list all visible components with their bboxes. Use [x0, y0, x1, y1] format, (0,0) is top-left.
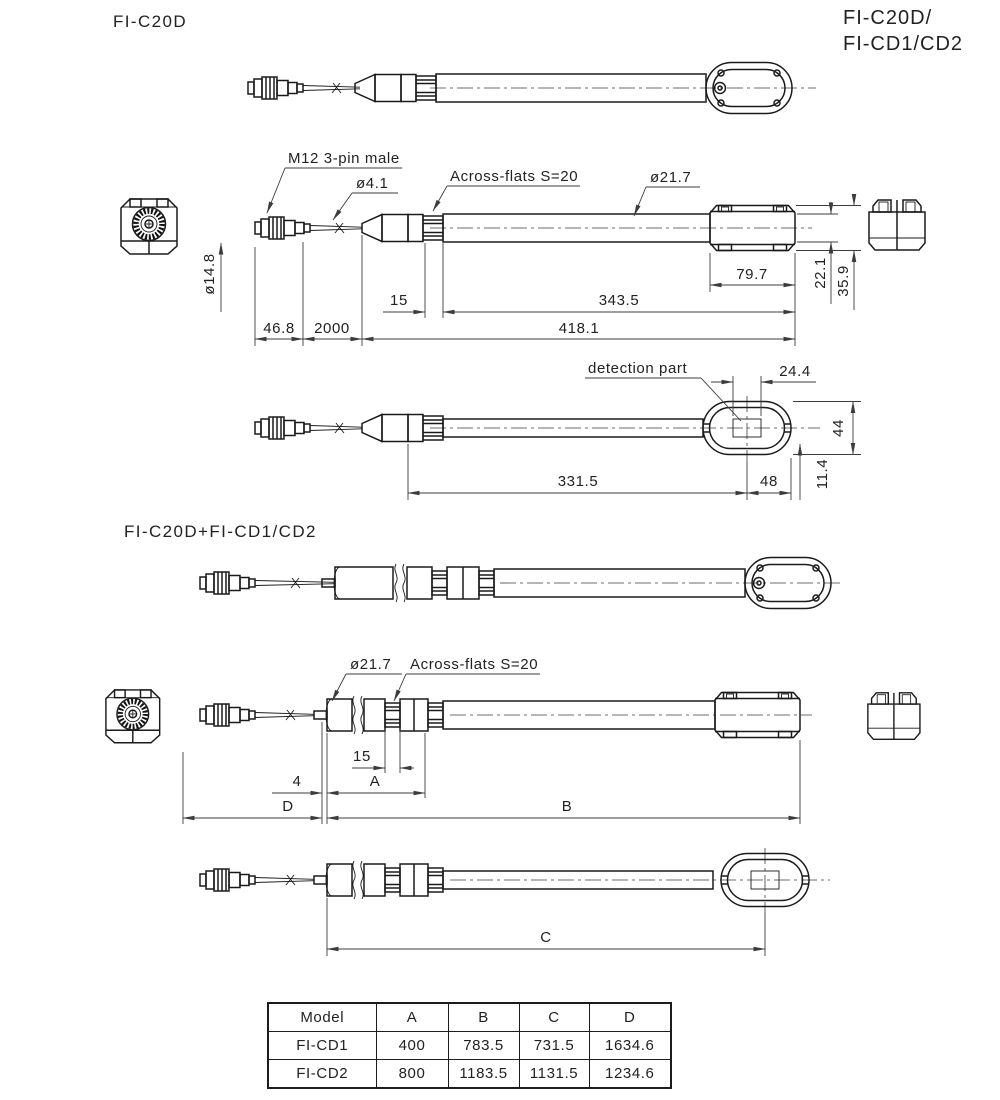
table-cell: 1234.6 [588, 1059, 672, 1089]
table-cell: 1634.6 [588, 1031, 672, 1060]
label-m12-connector: M12 3-pin male [288, 150, 400, 167]
table-cell: FI-CD2 [267, 1059, 377, 1089]
dim-a: A [370, 773, 381, 790]
dim-detection-width: 24.4 [779, 363, 811, 380]
label-across-flats-2: Across-flats S=20 [410, 656, 538, 673]
dim-d: D [282, 798, 293, 815]
table-header-row: Model A B C D [267, 1002, 672, 1032]
end-view-head-cap-2 [867, 692, 921, 741]
end-view-connector-face [121, 199, 177, 254]
dim-shaft-length: 331.5 [558, 473, 599, 490]
label-across-flats: Across-flats S=20 [450, 168, 578, 185]
page-title: FI-C20D [113, 12, 187, 31]
model-dimension-table: Model A B C D FI-CD1 400 783.5 731.5 163… [267, 1002, 672, 1089]
label-cable-diameter: ø4.1 [356, 175, 388, 192]
dim-4: 4 [293, 773, 302, 790]
dim-head-length: 79.7 [736, 266, 768, 283]
table-cell: 400 [375, 1031, 449, 1060]
table-header-model: Model [267, 1002, 377, 1032]
table-header-b: B [447, 1002, 520, 1032]
dim-head-height: 35.9 [835, 265, 852, 297]
table-header-d: D [588, 1002, 672, 1032]
dim-tail-length: 48 [760, 473, 778, 490]
dim-body-length: 343.5 [599, 292, 640, 309]
table-header-a: A [375, 1002, 449, 1032]
table-cell: 783.5 [447, 1031, 520, 1060]
label-tube-diameter: ø21.7 [650, 169, 691, 186]
table-row-fi-cd2: FI-CD2 800 1183.5 1131.5 1234.6 [267, 1059, 672, 1089]
dim-flats-length-2: 15 [353, 748, 371, 765]
dim-flats-length: 15 [390, 292, 408, 309]
table-cell: FI-CD1 [267, 1031, 377, 1060]
table-row-fi-cd1: FI-CD1 400 783.5 731.5 1634.6 [267, 1031, 672, 1060]
label-connector-diameter: ø14.8 [201, 253, 218, 294]
table-cell: 731.5 [518, 1031, 590, 1060]
dim-detection-offset: 11.4 [814, 459, 831, 489]
view-top-dimensioned: detection part 24.4 44 11.4 331.5 48 [254, 360, 861, 500]
label-tube-diameter-2: ø21.7 [350, 656, 391, 673]
corner-title-line2: FI-CD1/CD2 [843, 33, 963, 55]
end-view-connector-face-2 [106, 690, 160, 743]
dim-c: C [540, 929, 551, 946]
dim-connector-length: 46.8 [263, 320, 295, 337]
view-top-combined: C [199, 848, 830, 956]
view-overview-combined [199, 556, 840, 610]
dim-cable-length: 2000 [314, 320, 350, 337]
view-side-combined-dimensioned: ø21.7 Across-flats S=20 15 4 A D B [182, 656, 812, 824]
table-cell: 1183.5 [447, 1059, 520, 1089]
table-cell: 800 [375, 1059, 449, 1089]
dim-b: B [562, 798, 573, 815]
view-side-dimensioned: M12 3-pin male ø4.1 Across-flats S=20 ø2… [201, 150, 861, 346]
section2-title: FI-C20D+FI-CD1/CD2 [124, 522, 317, 541]
corner-title-line1: FI-C20D/ [843, 7, 932, 29]
dim-total-length: 418.1 [559, 320, 600, 337]
table-header-c: C [518, 1002, 590, 1032]
dim-tube-height: 22.1 [812, 257, 829, 289]
dim-head-width: 44 [830, 419, 847, 437]
label-detection-part: detection part [588, 360, 688, 377]
view-overview-fi-c20d [247, 61, 816, 115]
end-view-head-cap [868, 199, 926, 251]
table-cell: 1131.5 [518, 1059, 590, 1089]
